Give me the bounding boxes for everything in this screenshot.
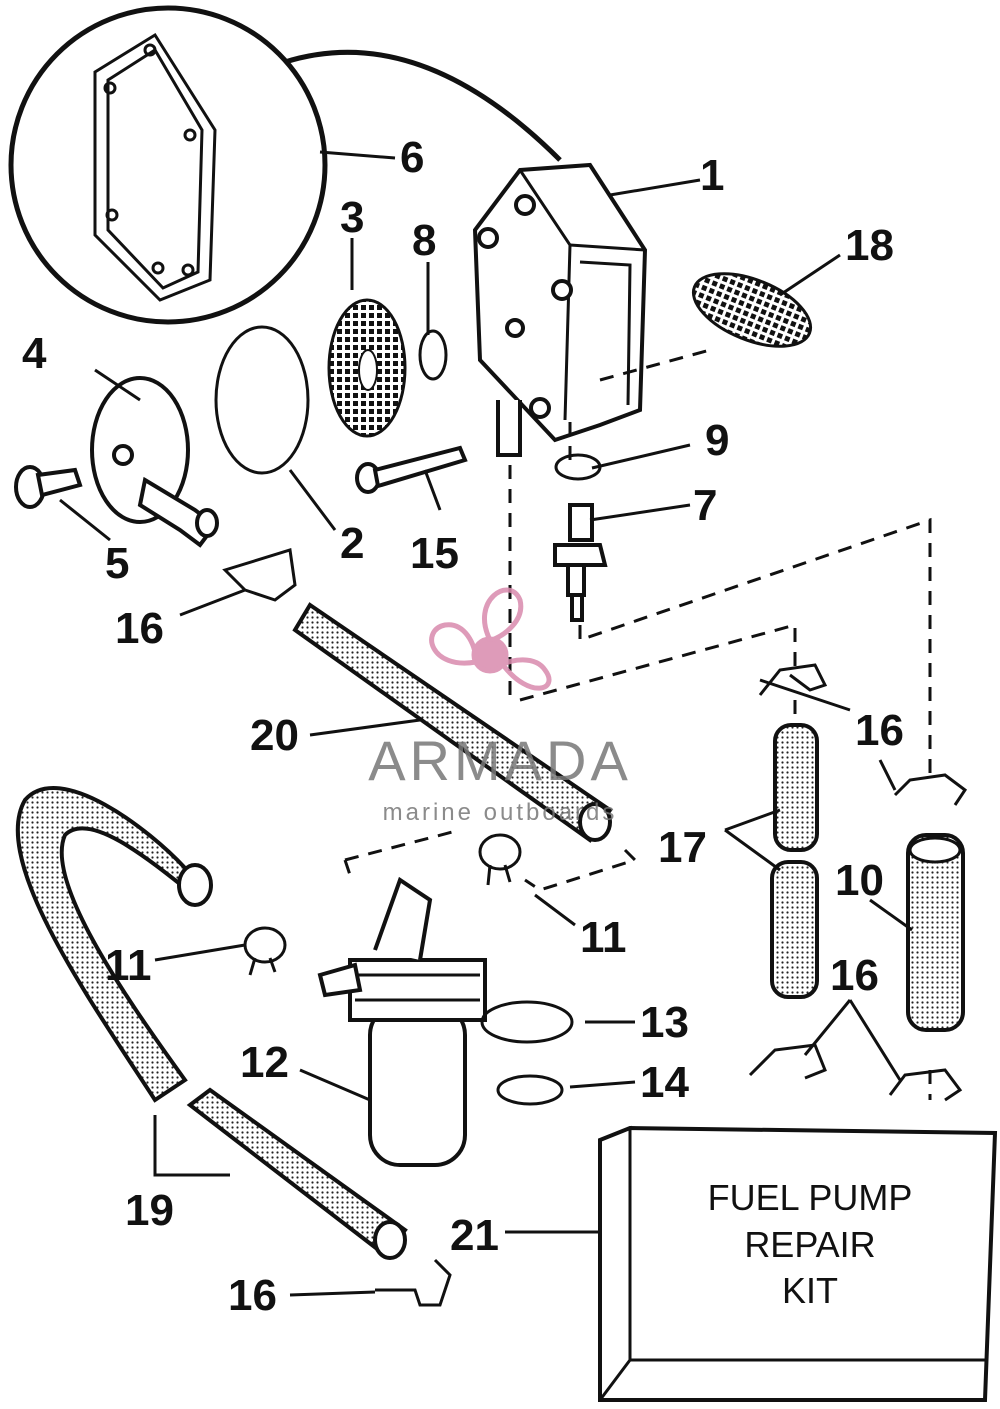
elbow-fitting (553, 503, 608, 622)
filter-seal-14 (496, 1074, 564, 1106)
callout-20: 20 (250, 711, 299, 760)
fuel-pump-body (472, 162, 648, 457)
callout-3: 3 (340, 193, 364, 242)
cover-screw (14, 465, 83, 509)
callout-6: 6 (400, 133, 424, 182)
callout-8: 8 (412, 216, 436, 265)
callout-21: 21 (450, 1211, 499, 1260)
clip-16-e (888, 1068, 963, 1102)
kit-label-line2: REPAIR (744, 1224, 875, 1265)
hose-clamp-upper (478, 833, 522, 886)
callout-18: 18 (845, 221, 894, 270)
leader-lines (59, 150, 913, 1297)
short-hose-upper (773, 723, 819, 852)
callout-1: 1 (700, 151, 724, 200)
clip-16-f (375, 1258, 452, 1307)
fuel-hose-19 (15, 786, 202, 1103)
callout-5: 5 (105, 539, 129, 588)
callout-9: 9 (705, 416, 729, 465)
watermark-brand: ARMADA (368, 729, 632, 792)
callout-16-bottom: 16 (228, 1271, 277, 1320)
clip-16-a (222, 548, 297, 602)
long-screw (355, 445, 468, 494)
large-o-ring (214, 325, 310, 475)
callout-7: 7 (693, 481, 717, 530)
pump-screen (691, 272, 813, 348)
hose-clamp-lower (243, 926, 287, 976)
propeller-logo-icon (429, 587, 552, 691)
callout-15: 15 (410, 529, 459, 578)
kit-label-line1: FUEL PUMP (708, 1177, 913, 1218)
short-hose-lower (770, 860, 819, 999)
clip-16-c (893, 773, 968, 806)
callout-4: 4 (22, 329, 47, 378)
callout-16-right-upper: 16 (855, 706, 904, 755)
callout-11-upper: 11 (580, 913, 627, 962)
small-o-ring (418, 329, 448, 381)
callout-2: 2 (340, 519, 364, 568)
callout-16-right-lower: 16 (830, 951, 879, 1000)
callout-13: 13 (640, 998, 689, 1047)
pump-cover (90, 376, 219, 548)
watermark-tagline: marine outboards (383, 799, 618, 826)
callout-10: 10 (835, 856, 884, 905)
filter-seal-13 (480, 1000, 574, 1044)
callout-17: 17 (658, 823, 707, 872)
gasket-detail-circle (8, 5, 562, 325)
kit-label-line3: KIT (782, 1270, 838, 1311)
repair-kit-box: FUEL PUMP REPAIR KIT (598, 1125, 998, 1402)
armada-watermark: ARMADA marine outboards (368, 587, 632, 826)
fuel-filter (317, 876, 487, 1167)
clip-16-d (748, 1043, 827, 1080)
callout-19: 19 (125, 1186, 174, 1235)
callout-14: 14 (640, 1058, 689, 1107)
callout-11-lower: 11 (105, 941, 152, 990)
callout-16-left: 16 (115, 604, 164, 653)
connection-dashes (508, 348, 932, 1100)
inline-filter-10 (906, 833, 965, 1032)
clip-16-b (758, 663, 828, 696)
callout-12: 12 (240, 1038, 289, 1087)
